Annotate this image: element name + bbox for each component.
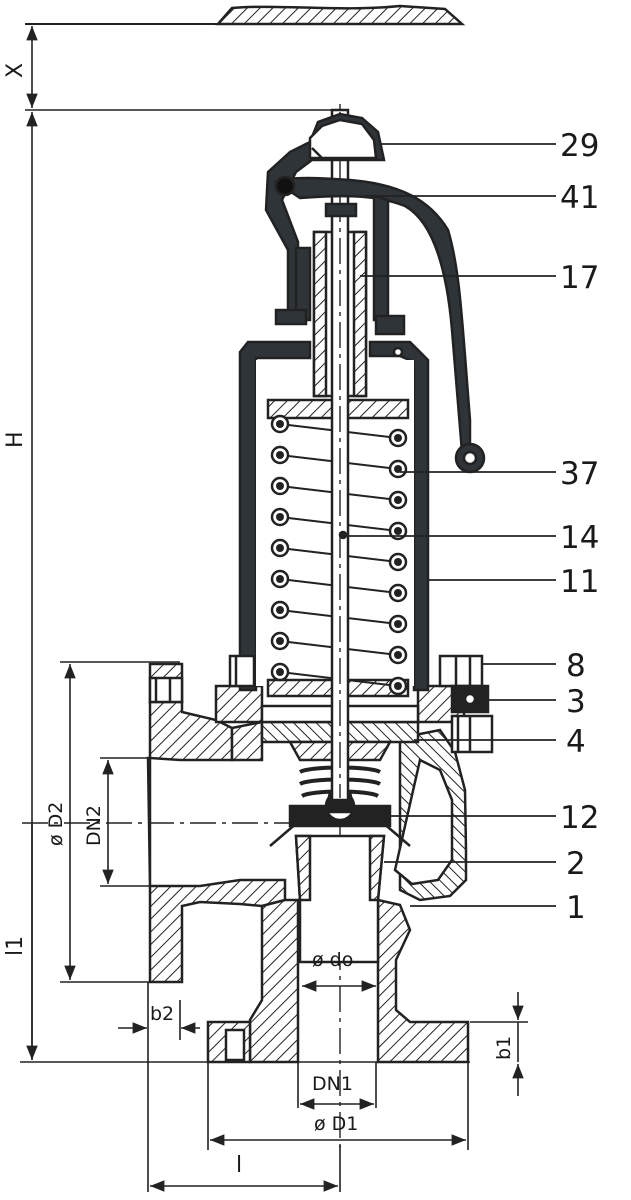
dim-d1-label: ø D1: [314, 1113, 358, 1135]
dim-d2-label: ø D2: [45, 802, 67, 846]
dim-dn2-label: DN2: [83, 805, 105, 846]
valve-body: [146, 662, 470, 1064]
spring-coil-core: [276, 606, 284, 614]
dim-b1-label: b1: [493, 1036, 515, 1060]
dim-x-label: X: [3, 63, 28, 78]
spring-coil-core: [276, 544, 284, 552]
callout-14: 14: [560, 520, 599, 556]
dim-l1-label: l1: [3, 936, 28, 956]
callout-labels: 29 41 17 37 14 11 8 3 4 12 2 1: [560, 128, 599, 926]
spring: [270, 414, 408, 696]
spring-coil-core: [394, 465, 402, 473]
callout-12: 12: [560, 800, 599, 836]
dim-l-label: l: [236, 1153, 242, 1178]
spring-coil-core: [276, 668, 284, 676]
dim-b2-label: b2: [150, 1003, 174, 1025]
ceiling-section: [25, 4, 466, 26]
spindle: [312, 108, 368, 802]
callout-29: 29: [560, 128, 599, 164]
callout-2: 2: [566, 846, 586, 882]
spring-coil-core: [394, 434, 402, 442]
spring-coil-core: [276, 637, 284, 645]
spring-coil-core: [394, 620, 402, 628]
spring-coil-core: [276, 482, 284, 490]
callout-4: 4: [566, 724, 586, 760]
callout-17: 17: [560, 260, 599, 296]
callout-41: 41: [560, 180, 599, 216]
spring-coil-core: [276, 575, 284, 583]
spring-coil-core: [276, 420, 284, 428]
callout-11: 11: [560, 564, 599, 600]
dimension-labels: X H ø D2 DN2 l1 b2 ø do b1 DN1 ø D1 l: [3, 63, 515, 1178]
spring-coil-core: [394, 527, 402, 535]
spring-coil-core: [394, 496, 402, 504]
spring-coil-core: [394, 651, 402, 659]
spring-coil-core: [394, 589, 402, 597]
cap-and-lever: [264, 112, 486, 474]
callout-8: 8: [566, 648, 586, 684]
bolts: [148, 654, 494, 1062]
dim-dn1-label: DN1: [312, 1073, 353, 1095]
callout-3: 3: [566, 684, 586, 720]
callout-1: 1: [566, 890, 586, 926]
spring-coil-core: [276, 451, 284, 459]
nozzle: [269, 821, 411, 964]
spring-coil-core: [394, 558, 402, 566]
callout-37: 37: [560, 456, 599, 492]
spring-coil-core: [276, 513, 284, 521]
dimension-lines: [26, 26, 524, 1192]
spring-coil-core: [394, 682, 402, 690]
leader-lines: [343, 143, 556, 907]
dim-do-label: ø do: [312, 949, 353, 971]
dim-h-label: H: [3, 431, 28, 448]
